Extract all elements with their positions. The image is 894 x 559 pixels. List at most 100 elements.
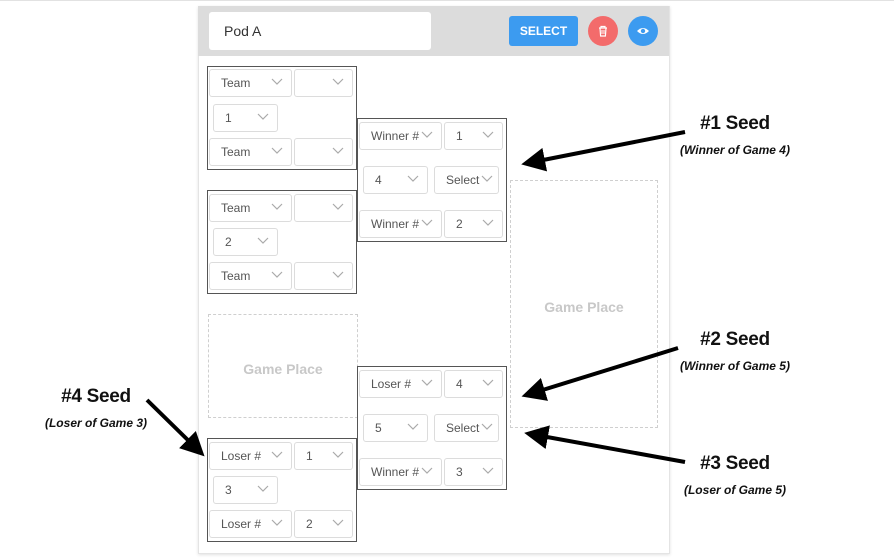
dropdown-value: Team	[221, 201, 251, 215]
dropdown-value: 1	[456, 129, 463, 143]
dropdown-value: Winner #	[371, 465, 420, 479]
game-2-top-value[interactable]	[294, 194, 353, 222]
game-2-number[interactable]: 2	[213, 228, 278, 256]
chevron-down-icon	[482, 219, 494, 226]
dropdown-value: 3	[456, 465, 463, 479]
chevron-down-icon	[332, 78, 344, 85]
chevron-down-icon	[257, 485, 269, 492]
dropdown-value: Loser #	[371, 377, 412, 391]
game-5-number[interactable]: 5	[363, 414, 428, 442]
game-1-bottom-source[interactable]: Team	[209, 138, 292, 166]
game-place-label: Game Place	[243, 361, 323, 377]
game-3-number[interactable]: 3	[213, 476, 278, 504]
chevron-down-icon	[482, 131, 494, 138]
game-3-top-value[interactable]: 1	[294, 442, 353, 470]
game-1-top-source[interactable]: Team	[209, 69, 292, 97]
dropdown-value: Select	[446, 421, 480, 435]
chevron-down-icon	[481, 175, 493, 182]
game-1-bottom-value[interactable]	[294, 138, 353, 166]
chevron-down-icon	[257, 237, 269, 244]
chevron-down-icon	[332, 519, 344, 526]
chevron-down-icon	[421, 219, 433, 226]
chevron-down-icon	[421, 131, 433, 138]
dropdown-value: 2	[306, 517, 313, 531]
game-4-bottom-source[interactable]: Winner #	[359, 210, 442, 238]
game-2-top-source[interactable]: Team	[209, 194, 292, 222]
dropdown-value: Team	[221, 269, 251, 283]
game-place-label: Game Place	[544, 299, 624, 315]
dropdown-value: Team	[221, 145, 251, 159]
delete-button[interactable]	[588, 16, 618, 46]
pod-name-input[interactable]: Pod A	[209, 12, 431, 50]
game-4-place-select[interactable]: Select	[434, 166, 499, 194]
game-4-top-source[interactable]: Winner #	[359, 122, 442, 150]
game-5-bottom-value[interactable]: 3	[444, 458, 503, 486]
seed1-annotation: #1 Seed (Winner of Game 4)	[670, 113, 800, 157]
seed4-subtitle: (Loser of Game 3)	[44, 416, 148, 430]
chevron-down-icon	[407, 423, 419, 430]
chevron-down-icon	[332, 271, 344, 278]
game-3-bottom-value[interactable]: 2	[294, 510, 353, 538]
seed1-subtitle: (Winner of Game 4)	[680, 143, 790, 157]
chevron-down-icon	[271, 147, 283, 154]
chevron-down-icon	[271, 519, 283, 526]
chevron-down-icon	[421, 379, 433, 386]
game-5-place-select[interactable]: Select	[434, 414, 499, 442]
select-button[interactable]: SELECT	[509, 16, 578, 46]
dropdown-value: 1	[306, 449, 313, 463]
chevron-down-icon	[271, 78, 283, 85]
game-5-top-value[interactable]: 4	[444, 370, 503, 398]
trash-icon	[599, 25, 607, 37]
game-2-bottom-source[interactable]: Team	[209, 262, 292, 290]
arrow-seed4	[145, 398, 205, 457]
seed4-title: #4 Seed	[61, 386, 131, 407]
dropdown-value: 2	[225, 235, 232, 249]
arrow-seed1	[521, 130, 686, 172]
dropdown-value: Select	[446, 173, 480, 187]
chevron-down-icon	[481, 423, 493, 430]
arrow-seed3	[524, 425, 686, 464]
game-5-top-source[interactable]: Loser #	[359, 370, 442, 398]
seed1-title: #1 Seed	[700, 113, 770, 134]
game-3-top-source[interactable]: Loser #	[209, 442, 292, 470]
dropdown-value: Loser #	[221, 517, 262, 531]
seed2-annotation: #2 Seed (Winner of Game 5)	[670, 329, 800, 373]
chevron-down-icon	[332, 147, 344, 154]
game-4-bottom-value[interactable]: 2	[444, 210, 503, 238]
seed2-subtitle: (Winner of Game 5)	[680, 359, 790, 373]
chevron-down-icon	[332, 451, 344, 458]
game-4-top-value[interactable]: 1	[444, 122, 503, 150]
dropdown-value: Team	[221, 76, 251, 90]
preview-button[interactable]	[628, 16, 658, 46]
chevron-down-icon	[482, 467, 494, 474]
dropdown-value: 4	[456, 377, 463, 391]
dropdown-value: 4	[375, 173, 382, 187]
game-2-bottom-value[interactable]	[294, 262, 353, 290]
dropdown-value: 5	[375, 421, 382, 435]
arrow-seed2	[521, 346, 679, 401]
chevron-down-icon	[407, 175, 419, 182]
seed2-title: #2 Seed	[700, 329, 770, 350]
eye-icon	[637, 28, 649, 34]
dropdown-value: Winner #	[371, 129, 420, 143]
dropdown-value: 3	[225, 483, 232, 497]
dropdown-value: Loser #	[221, 449, 262, 463]
chevron-down-icon	[332, 203, 344, 210]
seed3-annotation: #3 Seed (Loser of Game 5)	[670, 453, 800, 497]
game-5-bottom-source[interactable]: Winner #	[359, 458, 442, 486]
seed3-title: #3 Seed	[700, 453, 770, 474]
dropdown-value: Winner #	[371, 217, 420, 231]
chevron-down-icon	[482, 379, 494, 386]
chevron-down-icon	[257, 113, 269, 120]
game-place-zone-right: Game Place	[510, 180, 658, 428]
seed4-annotation: #4 Seed (Loser of Game 3)	[32, 386, 160, 430]
dropdown-value: 2	[456, 217, 463, 231]
seed3-subtitle: (Loser of Game 5)	[683, 483, 787, 497]
top-divider	[0, 0, 894, 1]
game-4-number[interactable]: 4	[363, 166, 428, 194]
game-1-number[interactable]: 1	[213, 104, 278, 132]
game-3-bottom-source[interactable]: Loser #	[209, 510, 292, 538]
game-1-top-value[interactable]	[294, 69, 353, 97]
chevron-down-icon	[421, 467, 433, 474]
